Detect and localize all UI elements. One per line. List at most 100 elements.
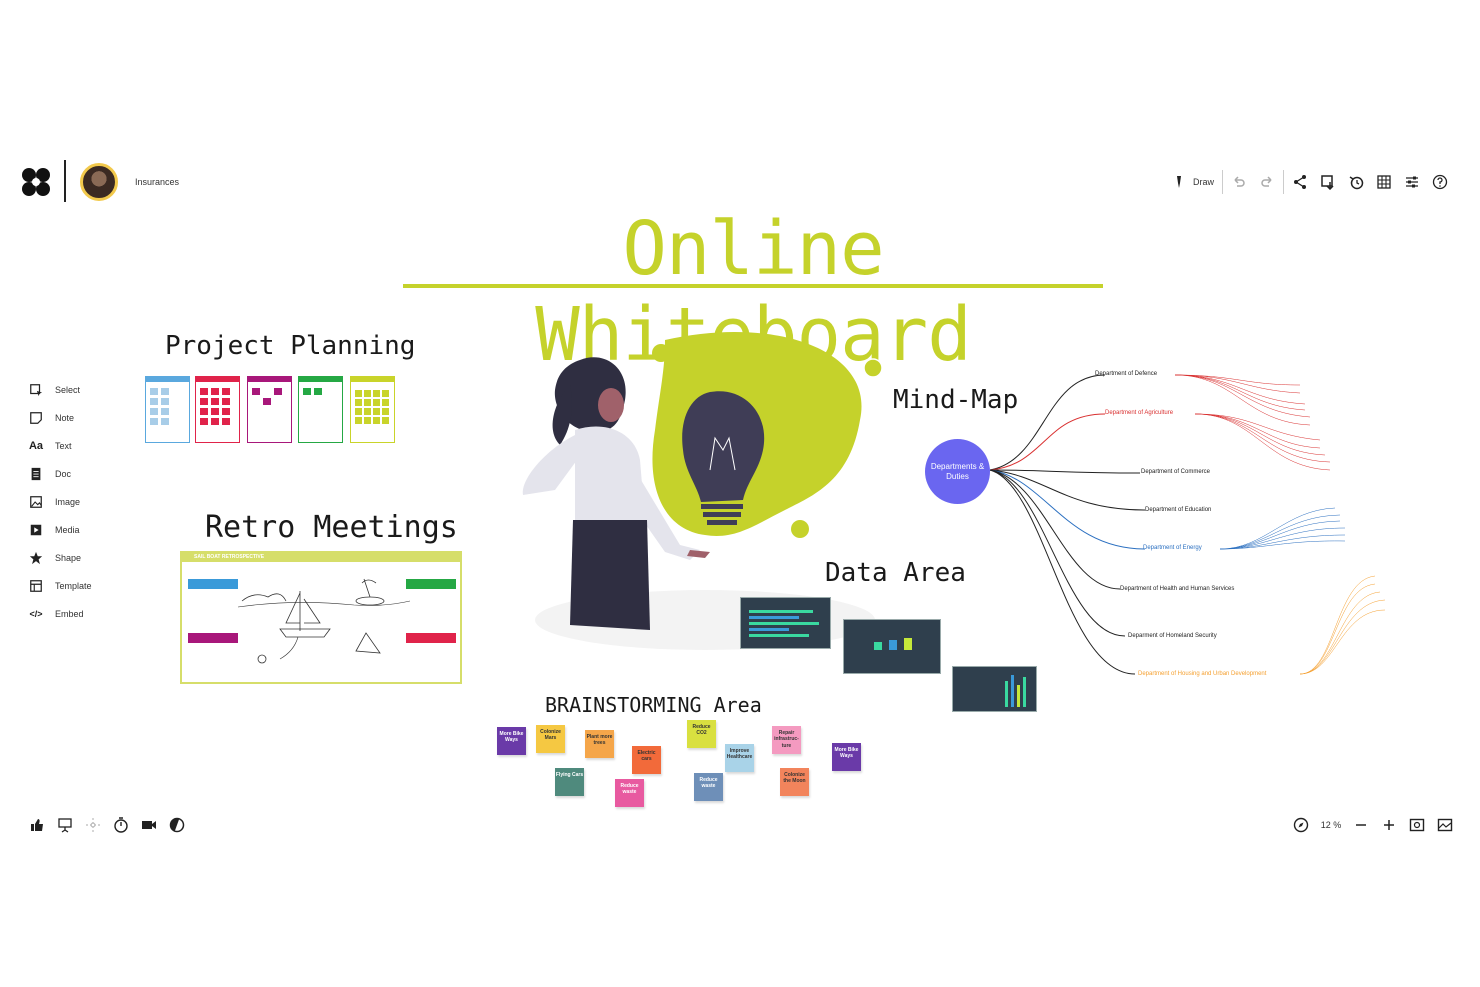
retro-tag-blue	[188, 579, 238, 589]
sticky-note[interactable]: Electric cars	[632, 746, 661, 774]
tool-label: Text	[55, 441, 72, 451]
image-icon	[28, 494, 44, 510]
sticky-note[interactable]: Plant more trees	[585, 730, 614, 758]
top-toolbar: Draw	[1165, 170, 1454, 194]
draw-pen-icon[interactable]	[1165, 170, 1193, 194]
sticky-note[interactable]: Reduce CO2	[687, 720, 716, 748]
text-icon: Aa	[28, 440, 44, 452]
retro-tag-red	[406, 633, 456, 643]
mind-map-branch[interactable]: Department of Education	[1145, 507, 1212, 513]
tool-label: Doc	[55, 469, 72, 479]
retro-board[interactable]: SAIL BOAT RETROSPECTIVE	[180, 551, 462, 684]
template-icon	[28, 578, 44, 594]
bottom-left-controls	[26, 814, 188, 836]
mind-map-branch[interactable]: Department of Defence	[1095, 371, 1158, 377]
tool-label: Select	[55, 385, 81, 395]
timer-history-icon[interactable]	[1342, 170, 1370, 194]
kanban-board-lime[interactable]	[350, 376, 395, 443]
kanban-board-purple[interactable]	[247, 376, 292, 443]
zoom-out-icon[interactable]	[1350, 814, 1372, 836]
share-icon[interactable]	[1286, 170, 1314, 194]
mind-map-branch[interactable]: Department of Agriculture	[1105, 410, 1174, 416]
presentation-icon[interactable]	[54, 814, 76, 836]
mind-map-branch[interactable]: Deparment of Homeland Security	[1128, 633, 1217, 639]
undo-icon[interactable]	[1225, 170, 1253, 194]
tool-text[interactable]: Aa Text	[28, 432, 92, 460]
tool-embed[interactable]: </> Embed	[28, 600, 92, 628]
draw-button-label[interactable]: Draw	[1192, 177, 1214, 187]
video-camera-icon[interactable]	[138, 814, 160, 836]
mind-map-branch[interactable]: Department of Energy	[1143, 545, 1202, 551]
select-icon	[28, 382, 44, 398]
minimap-icon[interactable]	[1434, 814, 1456, 836]
tool-image[interactable]: Image	[28, 488, 92, 516]
sticky-note[interactable]: Flying Cars	[555, 768, 584, 796]
fit-to-screen-icon[interactable]	[1406, 814, 1428, 836]
app-logo-icon[interactable]	[20, 166, 52, 198]
tool-label: Note	[55, 413, 75, 423]
zoom-in-icon[interactable]	[1378, 814, 1400, 836]
tool-shape[interactable]: Shape	[28, 544, 92, 572]
mind-map-center-node[interactable]: Departments & Duties	[925, 439, 990, 504]
retro-tag-green	[406, 579, 456, 589]
kanban-board-green[interactable]	[298, 376, 343, 443]
sticky-note[interactable]: Repair infrastruc-ture	[772, 726, 801, 754]
move-arrows-icon[interactable]	[82, 814, 104, 836]
sticky-note[interactable]: Reduce waste	[694, 773, 723, 801]
thumbs-up-icon[interactable]	[26, 814, 48, 836]
compass-navigate-icon[interactable]	[1290, 814, 1312, 836]
retro-board-title: SAIL BOAT RETROSPECTIVE	[182, 553, 460, 562]
settings-sliders-icon[interactable]	[1398, 170, 1426, 194]
kanban-board-blue[interactable]	[145, 376, 190, 443]
tool-doc[interactable]: Doc	[28, 460, 92, 488]
mind-map-branch[interactable]: Department of Commerce	[1141, 469, 1211, 475]
sticky-note[interactable]: More Bike Ways	[832, 743, 861, 771]
redo-icon[interactable]	[1253, 170, 1281, 194]
mind-map-title[interactable]: Mind-Map	[893, 385, 1019, 415]
tool-note[interactable]: Note	[28, 404, 92, 432]
sticky-note[interactable]: More Bike Ways	[497, 727, 526, 755]
board-name[interactable]: Insurances	[135, 177, 180, 187]
mind-map-connectors	[989, 374, 1386, 675]
mind-map-branch[interactable]: Department of Housing and Urban Developm…	[1138, 671, 1267, 677]
contrast-theme-icon[interactable]	[166, 814, 188, 836]
star-icon	[28, 550, 44, 566]
zoom-level: 12 %	[1320, 820, 1342, 830]
project-planning-title[interactable]: Project Planning	[165, 331, 416, 361]
tool-label: Shape	[55, 553, 82, 563]
kanban-board-red[interactable]	[195, 376, 240, 443]
note-icon	[28, 410, 44, 426]
sticky-note[interactable]: Colonize Mars	[536, 725, 565, 753]
brainstorming-title[interactable]: BRAINSTORMING Area	[545, 693, 762, 717]
avatar[interactable]	[80, 163, 118, 201]
tool-label: Image	[55, 497, 81, 507]
sailboat-sketch	[237, 578, 411, 664]
grid-icon[interactable]	[1370, 170, 1398, 194]
help-icon[interactable]	[1426, 170, 1454, 194]
doc-icon	[28, 466, 44, 482]
stopwatch-icon[interactable]	[110, 814, 132, 836]
toolbar-separator	[1222, 170, 1223, 194]
idea-lightbulb-illustration[interactable]	[515, 320, 895, 650]
dashboard-thumbnail[interactable]	[740, 597, 831, 649]
tool-select[interactable]: Select	[28, 376, 92, 404]
tool-media[interactable]: Media	[28, 516, 92, 544]
toolbar-separator	[1283, 170, 1284, 194]
tool-template[interactable]: Template	[28, 572, 92, 600]
sticky-note[interactable]: Improve Healthcare	[725, 744, 754, 772]
mind-map-branch[interactable]: Department of Health and Human Services	[1120, 586, 1235, 592]
header-divider	[64, 160, 66, 202]
dashboard-thumbnail[interactable]	[952, 666, 1037, 712]
retro-meetings-title[interactable]: Retro Meetings	[205, 510, 458, 545]
tool-label: Media	[55, 525, 80, 535]
sticky-note[interactable]: Colonize the Moon	[780, 768, 809, 796]
data-area-title[interactable]: Data Area	[825, 558, 966, 588]
dashboard-thumbnail[interactable]	[843, 619, 941, 674]
tool-label: Embed	[55, 609, 84, 619]
sticky-note[interactable]: Reduce waste	[615, 779, 644, 807]
export-icon[interactable]	[1314, 170, 1342, 194]
retro-tag-purple	[188, 633, 238, 643]
bottom-right-controls: 12 %	[1290, 814, 1456, 836]
title-underline	[403, 284, 1103, 288]
